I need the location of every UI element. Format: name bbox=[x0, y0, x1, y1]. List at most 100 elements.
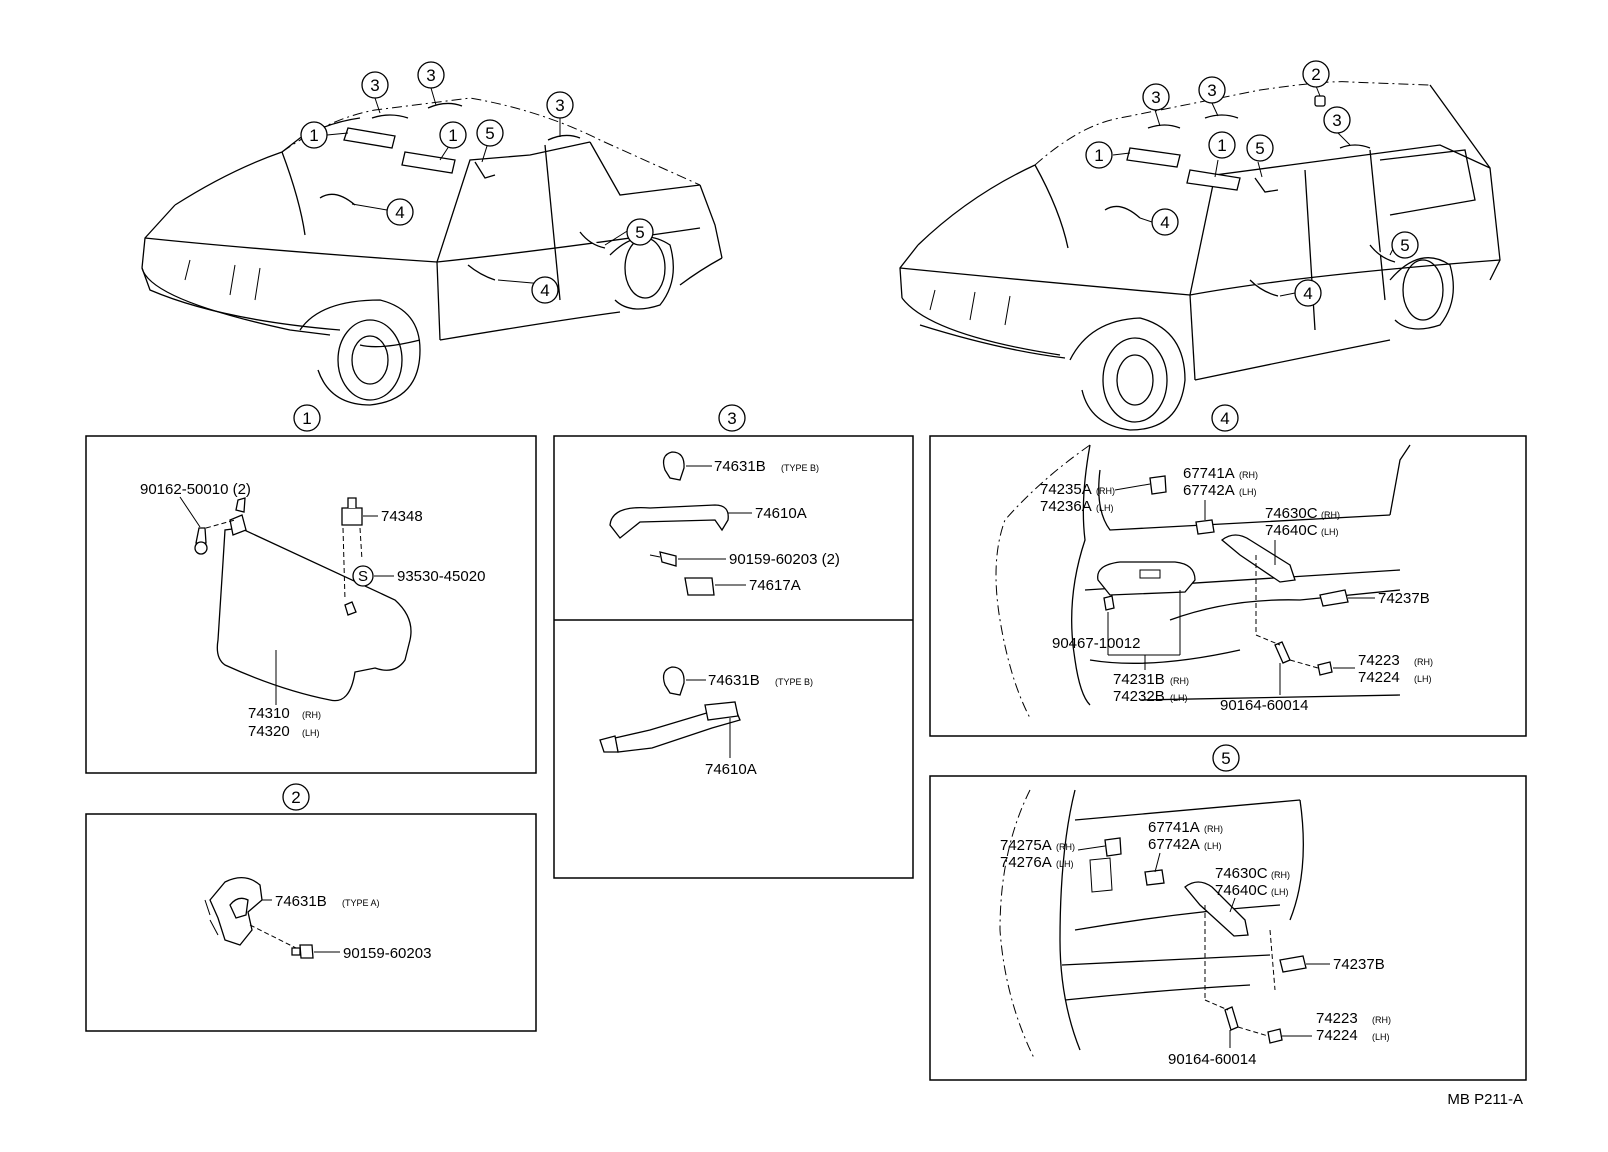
section-2-hook-type-a: 2 74631B (TYPE A) 90159-60203 bbox=[85, 783, 537, 1032]
section-5-box bbox=[929, 775, 1527, 1081]
s1-visor-rh-label: 74310 bbox=[248, 705, 290, 722]
callout-3: 3 bbox=[426, 66, 435, 85]
s3-hook-top-label: 74631B bbox=[714, 458, 766, 475]
s2-screw-label: 90159-60203 bbox=[343, 945, 431, 962]
section-1-title: 1 bbox=[302, 409, 311, 428]
section-4-box bbox=[929, 435, 1527, 737]
s3-grip-bottom-label: 74610A bbox=[705, 761, 757, 778]
section-1-sun-visor: 1 90162-50010 (2) 74348 S 93530-45020 74… bbox=[85, 404, 537, 774]
s3-hook-bottom-label: 74631B bbox=[708, 672, 760, 689]
section-4-title: 4 bbox=[1220, 409, 1229, 428]
callout-4: 4 bbox=[1303, 284, 1312, 303]
section-3-assist-grip: 3 74631B (TYPE B) 74610A 90159-60203 (2)… bbox=[553, 404, 914, 879]
callout-3: 3 bbox=[1207, 81, 1216, 100]
callout-1: 1 bbox=[1217, 136, 1226, 155]
s1-clip-label: 93530-45020 bbox=[397, 568, 485, 585]
callout-3: 3 bbox=[1151, 88, 1160, 107]
s5-a2-label: 74276A bbox=[1000, 854, 1052, 871]
s4-h1-suffix: (RH) bbox=[1414, 657, 1433, 667]
s4-b1-suffix: (RH) bbox=[1239, 470, 1258, 480]
section-3-title-circle bbox=[718, 404, 746, 432]
callout-5-circle bbox=[1246, 134, 1274, 162]
s3-screw-label: 90159-60203 (2) bbox=[729, 551, 840, 568]
s5-b2-suffix: (LH) bbox=[1204, 841, 1222, 851]
s5-c1-suffix: (RH) bbox=[1271, 870, 1290, 880]
s1-screw-label: 90162-50010 (2) bbox=[140, 481, 251, 498]
s5-a1-suffix: (RH) bbox=[1056, 842, 1075, 852]
s3-cap-label: 74617A bbox=[749, 577, 801, 594]
s3-hook-bottom-suffix: (TYPE B) bbox=[775, 677, 813, 687]
s4-e-label: 90467-10012 bbox=[1052, 635, 1140, 652]
callout-1-circle bbox=[1208, 131, 1236, 159]
callout-5: 5 bbox=[485, 124, 494, 143]
s5-c2-label: 74640C bbox=[1215, 882, 1268, 899]
callout-3-circle bbox=[1142, 83, 1170, 111]
s4-h2-label: 74224 bbox=[1358, 669, 1400, 686]
s5-h2-label: 74224 bbox=[1316, 1027, 1358, 1044]
wagon-illustration: 1 1 3 3 2 3 5 4 4 5 bbox=[899, 60, 1501, 431]
section-1-title-circle bbox=[293, 404, 321, 432]
s3-hook-top-suffix: (TYPE B) bbox=[781, 463, 819, 473]
section-2-title: 2 bbox=[291, 788, 300, 807]
callout-3: 3 bbox=[555, 96, 564, 115]
s1-holder-label: 74348 bbox=[381, 508, 423, 525]
callout-5: 5 bbox=[635, 223, 644, 242]
s4-b2-suffix: (LH) bbox=[1239, 487, 1257, 497]
callout-5: 5 bbox=[1400, 236, 1409, 255]
section-3-box bbox=[553, 435, 914, 879]
callout-3: 3 bbox=[1332, 111, 1341, 130]
s4-h2-suffix: (LH) bbox=[1414, 674, 1432, 684]
s4-b1-label: 67741A bbox=[1183, 465, 1235, 482]
diagram-code: MB P211-A bbox=[1447, 1091, 1523, 1108]
s5-h2-suffix: (LH) bbox=[1372, 1032, 1390, 1042]
callout-1: 1 bbox=[448, 126, 457, 145]
s4-b2-label: 67742A bbox=[1183, 482, 1235, 499]
s5-b2-label: 67742A bbox=[1148, 836, 1200, 853]
s4-c2-suffix: (LH) bbox=[1321, 527, 1339, 537]
callout-4-circle bbox=[531, 276, 559, 304]
callout-3: 3 bbox=[370, 76, 379, 95]
callout-4: 4 bbox=[395, 203, 404, 222]
callout-1-circle bbox=[439, 121, 467, 149]
callout-5: 5 bbox=[1255, 139, 1264, 158]
section-2-box bbox=[85, 813, 537, 1032]
s5-h1-label: 74223 bbox=[1316, 1010, 1358, 1027]
s4-h1-label: 74223 bbox=[1358, 652, 1400, 669]
callout-3-circle bbox=[1323, 106, 1351, 134]
s5-a2-suffix: (LH) bbox=[1056, 859, 1074, 869]
s5-d-label: 74237B bbox=[1333, 956, 1385, 973]
callout-4-circle bbox=[1151, 208, 1179, 236]
callout-3-circle bbox=[417, 61, 445, 89]
section-5-rear-door-armrest: 5 74275A (RH) 74276A (LH) 67741A (RH) 67… bbox=[929, 744, 1527, 1081]
s3-grip-top-label: 74610A bbox=[755, 505, 807, 522]
callout-4-circle bbox=[1294, 279, 1322, 307]
callout-4: 4 bbox=[1160, 213, 1169, 232]
s4-a1-suffix: (RH) bbox=[1096, 486, 1115, 496]
s5-b1-label: 67741A bbox=[1148, 819, 1200, 836]
s4-c1-suffix: (RH) bbox=[1321, 510, 1340, 520]
s4-f1-label: 74231B bbox=[1113, 671, 1165, 688]
s5-c1-label: 74630C bbox=[1215, 865, 1268, 882]
callout-1-circle bbox=[1085, 141, 1113, 169]
callout-5-circle bbox=[476, 119, 504, 147]
s5-h1-suffix: (RH) bbox=[1372, 1015, 1391, 1025]
s5-b1-suffix: (RH) bbox=[1204, 824, 1223, 834]
s5-a1-label: 74275A bbox=[1000, 837, 1052, 854]
s4-f1-suffix: (RH) bbox=[1170, 676, 1189, 686]
s2-hook-label: 74631B bbox=[275, 893, 327, 910]
callout-4: 4 bbox=[540, 281, 549, 300]
s2-hook-suffix: (TYPE A) bbox=[342, 898, 380, 908]
sedan-illustration: 1 1 3 3 3 5 4 4 5 bbox=[141, 61, 723, 406]
s4-f2-label: 74232B bbox=[1113, 688, 1165, 705]
s5-g-label: 90164-60014 bbox=[1168, 1051, 1256, 1068]
s1-visor-rh-suffix: (RH) bbox=[302, 710, 321, 720]
section-3-title: 3 bbox=[727, 409, 736, 428]
section-2-title-circle bbox=[282, 783, 310, 811]
callout-3-circle bbox=[1198, 76, 1226, 104]
s4-g-label: 90164-60014 bbox=[1220, 697, 1308, 714]
s5-c2-suffix: (LH) bbox=[1271, 887, 1289, 897]
callout-5-circle bbox=[1391, 231, 1419, 259]
callout-4-circle bbox=[386, 198, 414, 226]
callout-1: 1 bbox=[1094, 146, 1103, 165]
